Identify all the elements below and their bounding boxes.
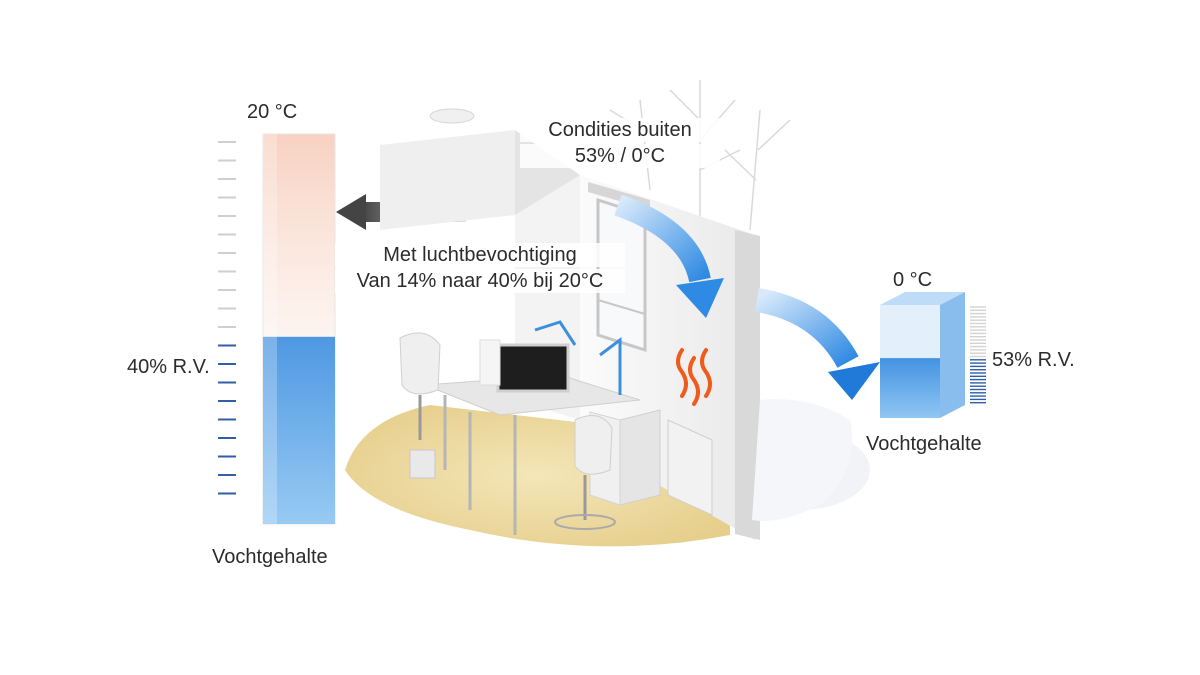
humidification-line2: Van 14% naar 40% bij 20°C bbox=[335, 269, 625, 293]
right-humidity-column bbox=[880, 292, 986, 418]
snow bbox=[752, 399, 852, 521]
left-humidity-column bbox=[218, 133, 336, 525]
outside-conditions-values: 53% / 0°C bbox=[520, 144, 720, 168]
outside-air-outflow-arrow bbox=[754, 288, 880, 400]
right-caption: Vochtgehalte bbox=[866, 433, 982, 455]
right-temperature-label: 0 °C bbox=[893, 269, 933, 291]
outside-air-inflow-arrow bbox=[614, 194, 724, 318]
left-caption: Vochtgehalte bbox=[212, 546, 328, 568]
right-scale-ticks bbox=[970, 306, 986, 404]
left-temperature-label: 20 °C bbox=[247, 101, 298, 123]
outside-conditions-title: Condities buiten bbox=[520, 118, 720, 142]
left-scale-ticks bbox=[218, 141, 236, 495]
heat-icon bbox=[676, 348, 712, 406]
right-humidity-label: 53% R.V. bbox=[992, 349, 1075, 371]
left-humidity-label: 40% R.V. bbox=[127, 356, 210, 378]
humidification-line1: Met luchtbevochtiging bbox=[335, 243, 625, 267]
